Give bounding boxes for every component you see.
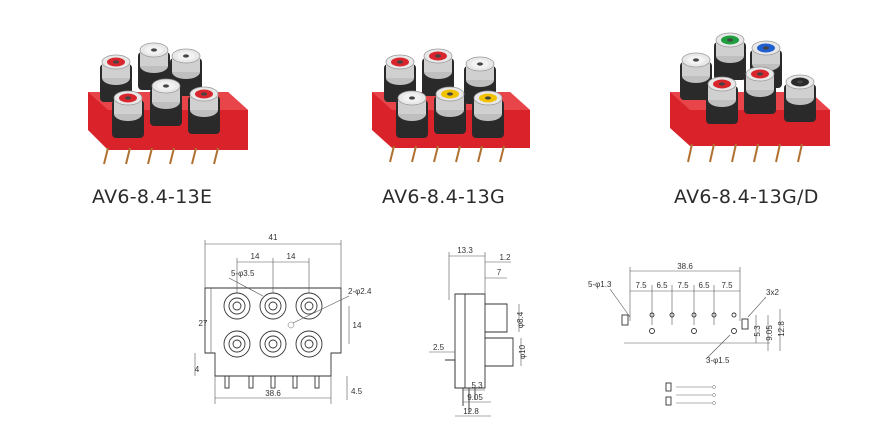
rca-jack xyxy=(706,76,738,124)
dim-hole-spec-2: 2-φ2.4 xyxy=(348,287,372,296)
dim-row-pitch: 14 xyxy=(353,321,362,330)
dim-spacing-3: 7.5 xyxy=(677,281,689,290)
rca-jack xyxy=(744,66,776,114)
dim-hole-spec: 5-φ3.5 xyxy=(231,269,255,278)
rca-jack xyxy=(784,74,816,122)
dim-overall-width: 41 xyxy=(269,233,278,242)
dim-spacing-1: 7.5 xyxy=(635,281,647,290)
product-photo-3 xyxy=(660,22,840,170)
dim-pitch-left: 14 xyxy=(251,252,260,261)
dim-v2: 9.05 xyxy=(765,325,774,341)
rca-jack xyxy=(100,54,132,102)
dim-spacing-5: 7.5 xyxy=(721,281,733,290)
dim-pin-length: 4.5 xyxy=(351,387,363,396)
front-view-drawing: 41 14 14 5-φ3.5 2-φ2.4 27 14 4 38.6 4.5 xyxy=(194,233,372,404)
product-model-3: AV6-8.4-13G/D xyxy=(674,186,819,208)
product-photo-1 xyxy=(78,30,258,170)
rca-jack xyxy=(112,90,144,138)
rca-jack xyxy=(422,48,454,96)
rca-jack xyxy=(188,86,220,134)
dim-bottom-offset: 4 xyxy=(195,365,200,374)
dim-top-offset: 1.2 xyxy=(499,253,511,262)
dim-left-offset: 2.5 xyxy=(433,343,445,352)
rca-jack xyxy=(472,90,504,138)
dim-v1: 5.3 xyxy=(753,325,762,337)
dim-pin-a: 5.3 xyxy=(471,381,483,390)
rca-jack xyxy=(396,90,428,138)
dim-step: 7 xyxy=(497,268,502,277)
dim-pcb-hole-spec: 5-φ1.3 xyxy=(588,280,612,289)
rca-jack xyxy=(464,56,496,104)
side-view-drawing: 13.3 1.2 7 φ8.4 φ10 2.5 5.3 9.05 12.8 xyxy=(429,246,527,417)
rca-jack xyxy=(150,78,182,126)
dim-spacing-2: 6.5 xyxy=(656,281,668,290)
rca-jack xyxy=(434,86,466,134)
dim-v3: 12.8 xyxy=(777,321,786,337)
dim-slot-spec: 3x2 xyxy=(766,288,779,297)
product-model-2: AV6-8.4-13G xyxy=(382,186,505,208)
dim-diameter-top: φ8.4 xyxy=(516,311,525,328)
dim-depth: 13.3 xyxy=(457,246,473,255)
product-model-1: AV6-8.4-13E xyxy=(92,186,213,208)
rca-jack xyxy=(680,52,712,100)
dim-spacing-4: 6.5 xyxy=(698,281,710,290)
dim-bottom-width: 38.6 xyxy=(265,389,281,398)
pcb-layout-drawing: 38.6 7.5 6.5 7.5 6.5 7.5 5-φ1.3 3x2 3-φ1… xyxy=(588,262,786,406)
dim-diameter-bottom: φ10 xyxy=(518,344,527,359)
dim-pcb-overall: 38.6 xyxy=(677,262,693,271)
dim-pin-c: 12.8 xyxy=(463,407,479,416)
dim-pin-b: 9.05 xyxy=(467,393,483,402)
dim-height: 27 xyxy=(199,319,208,328)
rca-jack xyxy=(714,32,746,80)
dim-pcb-hole-spec-2: 3-φ1.5 xyxy=(706,356,730,365)
product-photo-2 xyxy=(360,30,540,170)
dim-pitch-right: 14 xyxy=(287,252,296,261)
